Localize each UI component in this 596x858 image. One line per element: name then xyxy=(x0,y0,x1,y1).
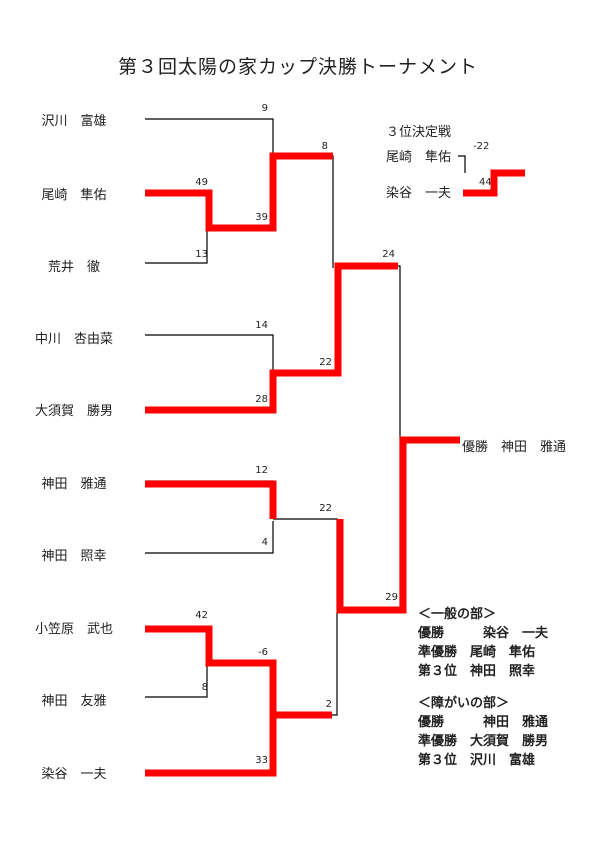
line-p9 xyxy=(145,663,208,698)
player-6: 神田 雅通 xyxy=(41,477,107,492)
line-p7 xyxy=(145,521,274,554)
page-title: 第３回太陽の家カップ決勝トーナメント xyxy=(117,56,478,78)
player-7: 神田 照幸 xyxy=(41,549,107,564)
score-semi-top: 24 xyxy=(382,249,395,260)
win-p2 xyxy=(145,152,333,232)
player-5: 大須賀 勝男 xyxy=(34,404,113,419)
line-p1 xyxy=(145,118,274,156)
champion-label: 優勝 神田 雅通 xyxy=(462,440,567,455)
score-r2-bot: -6 xyxy=(258,647,268,658)
score-r3-bot-b: 2 xyxy=(325,699,332,710)
score-r1-p9: 8 xyxy=(201,682,208,693)
player-2: 尾崎 隼佑 xyxy=(41,188,107,203)
results-disabled: ＜障がいの部＞ 優勝 神田 雅通 準優勝 大須賀 勝男 第３位 沢川 富雄 xyxy=(418,694,548,770)
third-place-player-2: 染谷 一夫 xyxy=(386,186,452,201)
third-place-score-1: -22 xyxy=(473,141,490,152)
third-place-player-1: 尾崎 隼佑 xyxy=(386,150,452,165)
score-r1-p6: 12 xyxy=(255,465,268,476)
win-third xyxy=(463,169,525,197)
score-r3-top-b: 22 xyxy=(319,357,332,368)
score-r1-p10: 33 xyxy=(255,755,268,766)
score-r2-top: 39 xyxy=(255,212,268,223)
line-r2-bot-a xyxy=(273,518,338,610)
score-r1-p1: 9 xyxy=(261,103,268,114)
results-general-3: 第３位 神田 照幸 xyxy=(418,664,536,679)
score-r3-bot-a: 22 xyxy=(319,503,332,514)
line-p4 xyxy=(145,334,274,373)
player-4: 中川 杏由菜 xyxy=(34,332,113,347)
player-3: 荒井 徹 xyxy=(47,260,100,275)
player-8: 小笠原 武也 xyxy=(34,622,113,637)
bracket-winner-lines xyxy=(145,152,525,777)
win-final xyxy=(336,436,460,614)
win-p5 xyxy=(145,262,398,414)
results-general-title: ＜一般の部＞ xyxy=(418,607,497,622)
results-general-2: 準優勝 尾崎 隼佑 xyxy=(418,645,536,660)
line-semi-top xyxy=(337,265,401,440)
line-third-a xyxy=(458,155,466,173)
third-place-score-2: 44 xyxy=(479,177,492,188)
results-disabled-2: 準優勝 大須賀 勝男 xyxy=(418,734,549,749)
line-p3 xyxy=(145,228,208,264)
score-r1-p4: 14 xyxy=(255,320,268,331)
results-disabled-title: ＜障がいの部＞ xyxy=(418,696,510,711)
results-disabled-3: 第３位 沢川 富雄 xyxy=(418,753,536,768)
line-r2-top-a xyxy=(273,155,334,268)
player-1: 沢川 富雄 xyxy=(41,114,107,129)
results-disabled-1: 優勝 神田 雅通 xyxy=(418,715,549,730)
score-r1-p3: 13 xyxy=(195,249,208,260)
score-r1-p7: 4 xyxy=(261,537,268,548)
score-r1-p5: 28 xyxy=(255,394,268,405)
player-10: 染谷 一夫 xyxy=(41,767,107,782)
results-general-1: 優勝 染谷 一夫 xyxy=(418,626,549,641)
score-semi-bot: 29 xyxy=(385,592,398,603)
win-p6 xyxy=(145,480,277,519)
third-place-title: ３位決定戦 xyxy=(386,125,452,140)
score-r3-top-a: 8 xyxy=(321,141,328,152)
win-p8-p10 xyxy=(145,625,277,777)
results-general: ＜一般の部＞ 優勝 染谷 一夫 準優勝 尾崎 隼佑 第３位 神田 照幸 xyxy=(418,605,548,681)
score-r1-p2: 49 xyxy=(195,177,208,188)
player-9: 神田 友雅 xyxy=(41,694,107,709)
score-r1-p8: 42 xyxy=(195,610,208,621)
